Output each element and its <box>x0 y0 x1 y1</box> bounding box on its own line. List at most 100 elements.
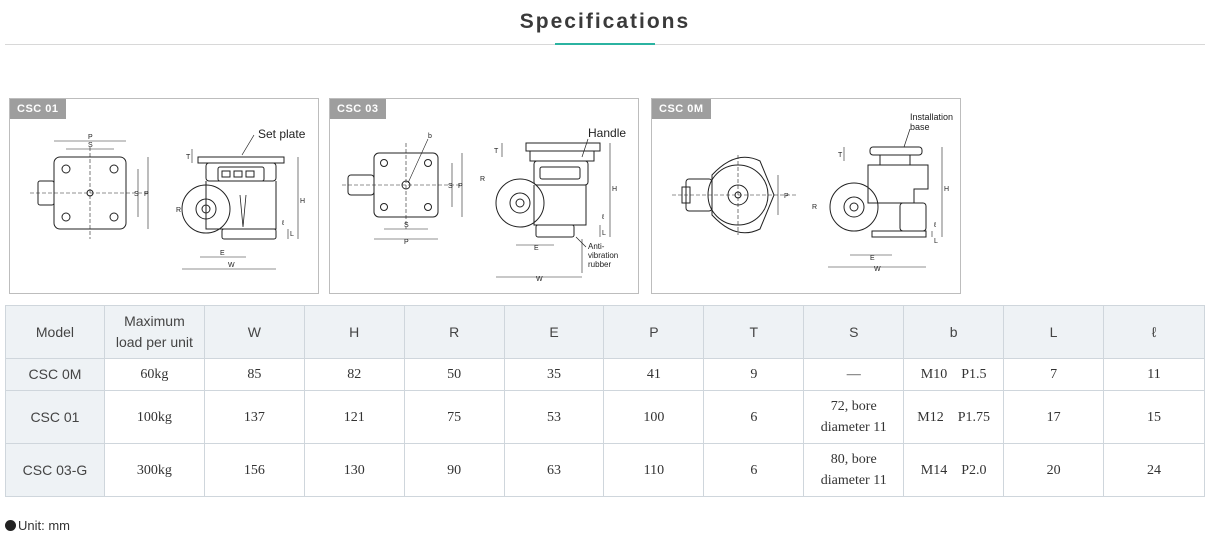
svg-text:L: L <box>290 231 294 238</box>
cell-h: 130 <box>303 443 405 497</box>
svg-text:H: H <box>300 198 305 205</box>
svg-text:P: P <box>404 239 409 246</box>
cell-e: 35 <box>503 358 605 391</box>
header-ell: ℓ <box>1103 305 1205 359</box>
cell-l: 17 <box>1003 390 1105 444</box>
header-l: L <box>1003 305 1105 359</box>
svg-text:S: S <box>134 191 139 198</box>
svg-text:W: W <box>228 262 235 269</box>
csc0m-callout-2: base <box>910 122 930 132</box>
svg-text:P: P <box>88 134 93 141</box>
cell-load: 60kg <box>103 358 205 391</box>
cell-r: 90 <box>403 443 505 497</box>
cell-e: 63 <box>503 443 605 497</box>
svg-text:E: E <box>220 250 225 257</box>
cell-w: 137 <box>203 390 305 444</box>
cell-l: 7 <box>1003 358 1105 391</box>
svg-text:T: T <box>186 154 191 161</box>
figure-tag: CSC 03 <box>330 99 386 119</box>
svg-text:T: T <box>838 152 843 159</box>
svg-text:S: S <box>88 142 93 149</box>
svg-text:ℓ: ℓ <box>281 220 285 227</box>
cell-w: 156 <box>203 443 305 497</box>
csc0m-callout-1: Installation <box>910 112 953 122</box>
figure-tag: CSC 01 <box>10 99 66 119</box>
cell-model: CSC 0M <box>5 358 105 391</box>
header-r: R <box>403 305 505 359</box>
cell-b: M12 P1.75 <box>903 390 1005 444</box>
header-p: P <box>603 305 705 359</box>
svg-text:H: H <box>944 186 949 193</box>
cell-w: 85 <box>203 358 305 391</box>
svg-text:L: L <box>602 230 606 237</box>
svg-text:ℓ: ℓ <box>601 214 605 221</box>
cell-load: 100kg <box>103 390 205 444</box>
cell-load: 300kg <box>103 443 205 497</box>
unit-note: Unit: mm <box>5 518 70 533</box>
svg-text:P: P <box>458 183 463 190</box>
svg-text:P: P <box>784 193 789 200</box>
cell-h: 82 <box>303 358 405 391</box>
unit-note-text: Unit: mm <box>18 518 70 533</box>
header-s: S <box>803 305 905 359</box>
csc01-callout: Set plate <box>258 127 306 141</box>
table-row: CSC 0M 60kg 85 82 50 35 41 9 — M10 P1.5 … <box>5 358 1205 391</box>
cell-p: 110 <box>603 443 705 497</box>
table-row: CSC 03-G 300kg 156 130 90 63 110 6 80, b… <box>5 443 1205 497</box>
header-b: b <box>903 305 1005 359</box>
cell-e: 53 <box>503 390 605 444</box>
svg-text:W: W <box>874 266 881 273</box>
cell-ell: 24 <box>1103 443 1205 497</box>
header-e: E <box>503 305 605 359</box>
cell-l: 20 <box>1003 443 1105 497</box>
cell-p: 100 <box>603 390 705 444</box>
header-model: Model <box>5 305 105 359</box>
svg-text:E: E <box>534 245 539 252</box>
svg-text:H: H <box>612 186 617 193</box>
svg-text:S: S <box>448 183 453 190</box>
svg-text:R: R <box>480 176 485 183</box>
cell-model: CSC 03-G <box>5 443 105 497</box>
header-h: H <box>303 305 405 359</box>
svg-text:E: E <box>870 255 875 262</box>
cell-r: 75 <box>403 390 505 444</box>
cell-b: M14 P2.0 <box>903 443 1005 497</box>
cell-p: 41 <box>603 358 705 391</box>
svg-text:S: S <box>404 222 409 229</box>
bullet-dot-icon <box>5 520 16 531</box>
cell-t: 6 <box>703 443 805 497</box>
svg-text:ℓ: ℓ <box>933 222 937 229</box>
svg-text:R: R <box>812 204 817 211</box>
header-t: T <box>703 305 805 359</box>
table-row: CSC 01 100kg 137 121 75 53 100 6 72, bor… <box>5 390 1205 444</box>
csc03-callout-rubber-2: vibration <box>588 251 618 260</box>
svg-text:W: W <box>536 276 543 283</box>
cell-s: — <box>803 358 905 391</box>
figure-tag: CSC 0M <box>652 99 711 119</box>
cell-t: 9 <box>703 358 805 391</box>
cell-ell: 11 <box>1103 358 1205 391</box>
svg-text:b: b <box>428 133 432 140</box>
cell-h: 121 <box>303 390 405 444</box>
cell-t: 6 <box>703 390 805 444</box>
cell-r: 50 <box>403 358 505 391</box>
svg-text:P: P <box>144 191 149 198</box>
cell-b: M10 P1.5 <box>903 358 1005 391</box>
title-accent-bar <box>555 43 655 45</box>
header-w: W <box>203 305 305 359</box>
csc03-callout-handle: Handle <box>588 126 626 140</box>
svg-text:R: R <box>176 207 181 214</box>
cell-ell: 15 <box>1103 390 1205 444</box>
csc03-callout-rubber-3: rubber <box>588 260 611 269</box>
svg-text:L: L <box>934 238 938 245</box>
csc0m-drawing: Installation base P T H R E W Lℓ <box>672 112 953 273</box>
